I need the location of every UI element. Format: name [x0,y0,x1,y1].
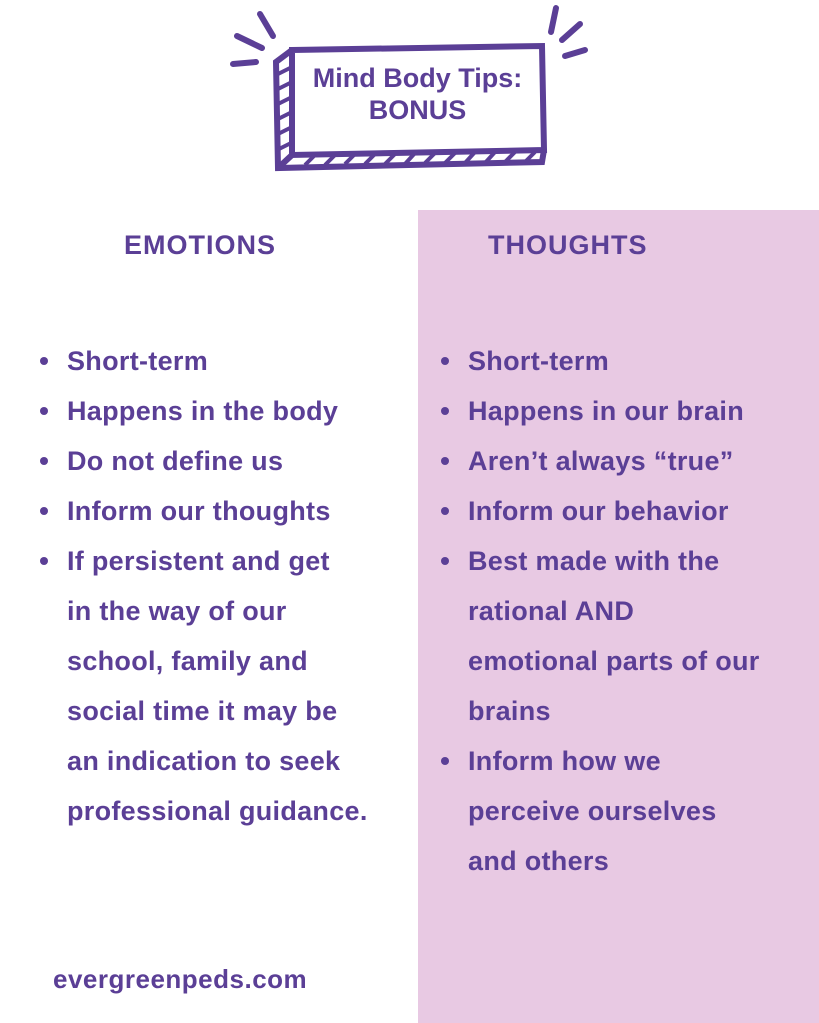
thoughts-heading: THOUGHTS [488,230,648,260]
list-item: Inform our behavior [441,486,760,536]
list-item-text: Happens in the body [67,396,339,426]
bullet-icon [441,357,449,365]
list-item-text: and others [468,846,610,876]
list-item-text: Inform our thoughts [67,496,331,526]
list-item: Inform how we perceive ourselves and other… [441,736,760,886]
list-item-text: professional guidance. [67,796,368,826]
bullet-icon [40,407,48,415]
list-item-text: Do not define us [67,446,284,476]
list-item: Aren’t always “true” [441,436,760,486]
list-item: Short-term [40,336,368,386]
list-item-text: Best made with the [468,546,720,576]
list-item-text: rational AND [468,596,635,626]
bullet-icon [441,757,449,765]
list-item: Short-term [441,336,760,386]
list-item-text: Inform our behavior [468,496,729,526]
list-item: Inform our thoughts [40,486,368,536]
bullet-icon [40,507,48,515]
list-item: Do not define us [40,436,368,486]
bullet-icon [441,407,449,415]
list-item: Best made with the rational AND emotional … [441,536,760,736]
list-item: Happens in the body [40,386,368,436]
bullet-icon [441,557,449,565]
bullet-icon [40,357,48,365]
list-item-text: If persistent and get [67,546,330,576]
list-item-text: school, family and [67,646,308,676]
website-footer: evergreenpeds.com [53,964,308,994]
title-box-graphic [230,5,588,172]
list-item: If persistent and get in the way of our sc… [40,536,368,836]
list-item-text: Aren’t always “true” [468,446,734,476]
bullet-icon [40,557,48,565]
page-title: Mind Body Tips: BONUS [312,63,523,125]
bullet-icon [40,457,48,465]
list-item-text: an indication to seek [67,746,341,776]
bullet-icon [441,457,449,465]
bullet-icon [441,507,449,515]
list-item-text: Inform how we [468,746,661,776]
list-item: Happens in our brain [441,386,760,436]
list-item-text: Short-term [67,346,209,376]
list-item-text: Short-term [468,346,610,376]
list-item-text: in the way of our [67,596,287,626]
thoughts-panel-background [418,210,819,1023]
list-item-text: brains [468,696,551,726]
emotions-heading: EMOTIONS [124,230,277,260]
list-item-text: perceive ourselves [468,796,717,826]
list-item-text: emotional parts of our [468,646,760,676]
list-item-text: Happens in our brain [468,396,745,426]
list-item-text: social time it may be [67,696,338,726]
